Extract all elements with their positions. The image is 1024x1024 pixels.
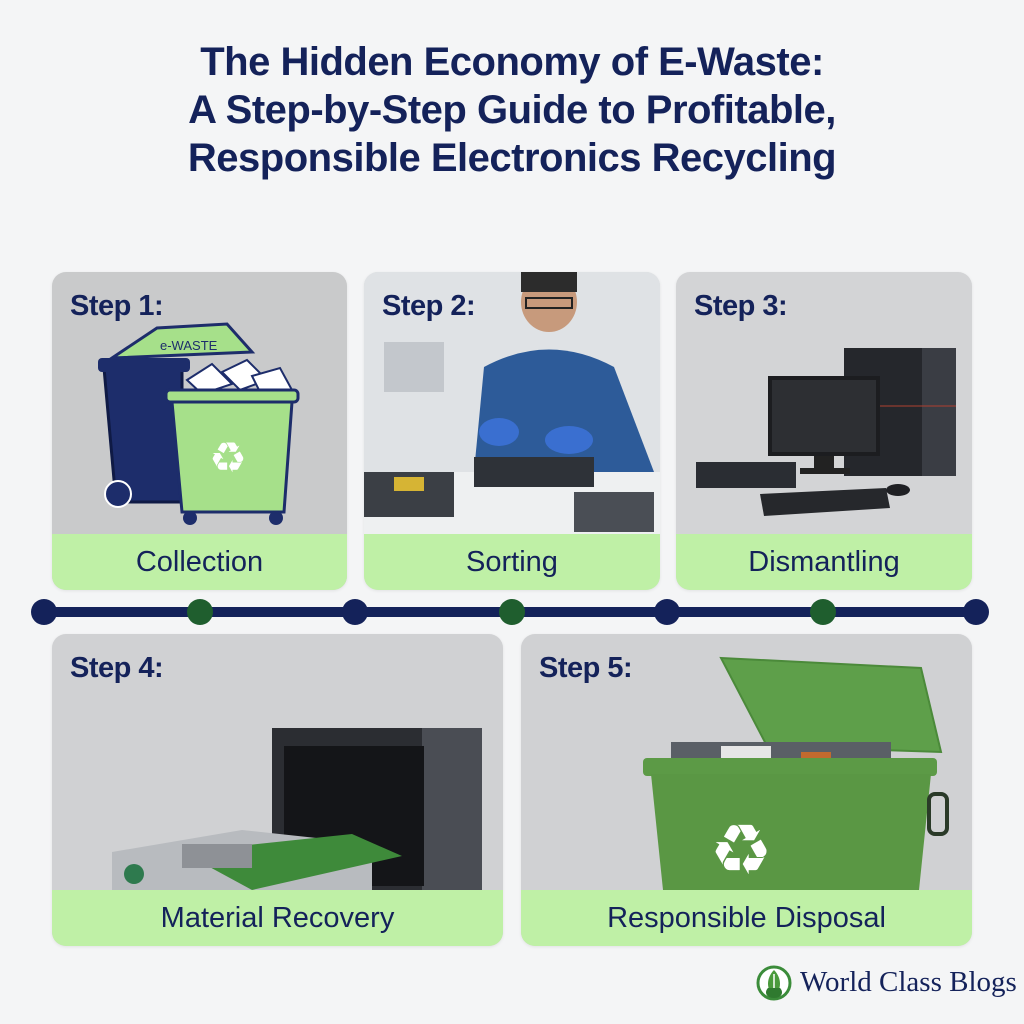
title-line-3: Responsible Electronics Recycling bbox=[187, 136, 837, 180]
svg-text:e-WASTE: e-WASTE bbox=[160, 338, 218, 353]
trash-bin-icon: e-WASTE ♻ bbox=[98, 322, 300, 525]
technician-sorting-photo bbox=[364, 272, 660, 534]
step-number: Step 2: bbox=[382, 290, 476, 322]
step-card-material-recovery: Step 4: Material Recovery bbox=[52, 634, 503, 946]
step-number: Step 1: bbox=[70, 290, 164, 322]
page-title: The Hidden Economy of E-Waste: A Step-by… bbox=[0, 38, 1024, 182]
recycle-icon: ♻ bbox=[710, 809, 773, 890]
recycling-bins-illustration: e-WASTE ♻ bbox=[52, 272, 347, 534]
step-number: Step 4: bbox=[70, 652, 164, 684]
timeline-dot bbox=[963, 599, 989, 625]
step-label: Sorting bbox=[364, 534, 660, 590]
step-label: Material Recovery bbox=[52, 890, 503, 946]
desktop-computer-photo bbox=[676, 272, 972, 534]
step-card-responsible-disposal: Step 5: ♻ Responsible Disposal bbox=[521, 634, 972, 946]
step-label: Dismantling bbox=[676, 534, 972, 590]
leaf-icon bbox=[756, 965, 792, 1001]
timeline-dot bbox=[342, 599, 368, 625]
step-number: Step 5: bbox=[539, 652, 633, 684]
step-number: Step 3: bbox=[694, 290, 788, 322]
green-recycling-bin-photo: ♻ bbox=[521, 634, 972, 891]
step-card-sorting: Step 2: Sorting bbox=[364, 272, 660, 590]
server-circuit-board-photo bbox=[52, 634, 503, 890]
step-card-collection: Step 1: e-WASTE ♻ Collection bbox=[52, 272, 347, 590]
timeline-dot bbox=[654, 599, 680, 625]
timeline-dot bbox=[31, 599, 57, 625]
timeline-dot bbox=[499, 599, 525, 625]
brand-logo: World Class Blogs bbox=[756, 962, 1017, 1002]
step-label: Collection bbox=[52, 534, 347, 590]
timeline-dot bbox=[187, 599, 213, 625]
brand-name: World Class Blogs bbox=[800, 965, 1017, 998]
title-line-1: The Hidden Economy of E-Waste: bbox=[200, 40, 824, 84]
step-card-dismantling: Step 3: Dismantling bbox=[676, 272, 972, 590]
step-label: Responsible Disposal bbox=[521, 890, 972, 946]
svg-text:♻: ♻ bbox=[209, 433, 247, 482]
title-line-2: A Step-by-Step Guide to Profitable, bbox=[188, 88, 836, 132]
timeline-dot bbox=[810, 599, 836, 625]
